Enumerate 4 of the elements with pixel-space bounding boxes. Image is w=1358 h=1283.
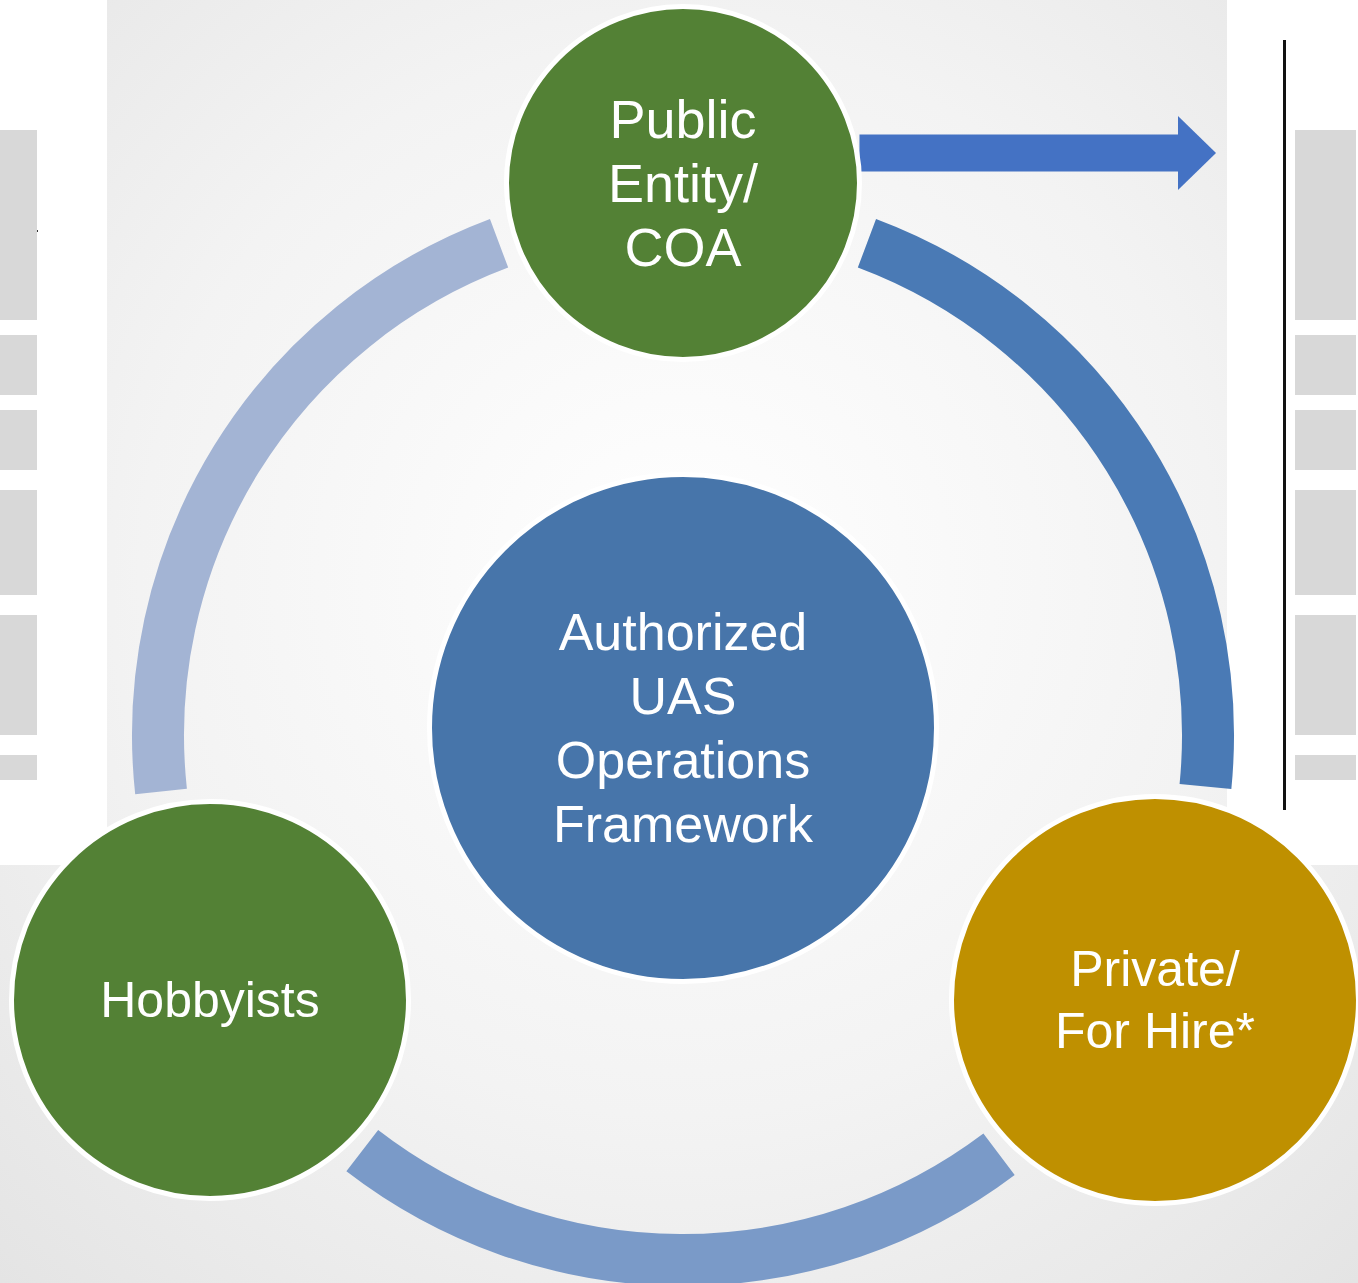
circle-label: Public Entity/ COA [606, 88, 760, 279]
circle-label: Authorized UAS Operations Framework [552, 602, 814, 855]
circle-label: Private/ For Hire* [1054, 940, 1256, 1061]
circle-label: Hobbyists [99, 971, 321, 1030]
